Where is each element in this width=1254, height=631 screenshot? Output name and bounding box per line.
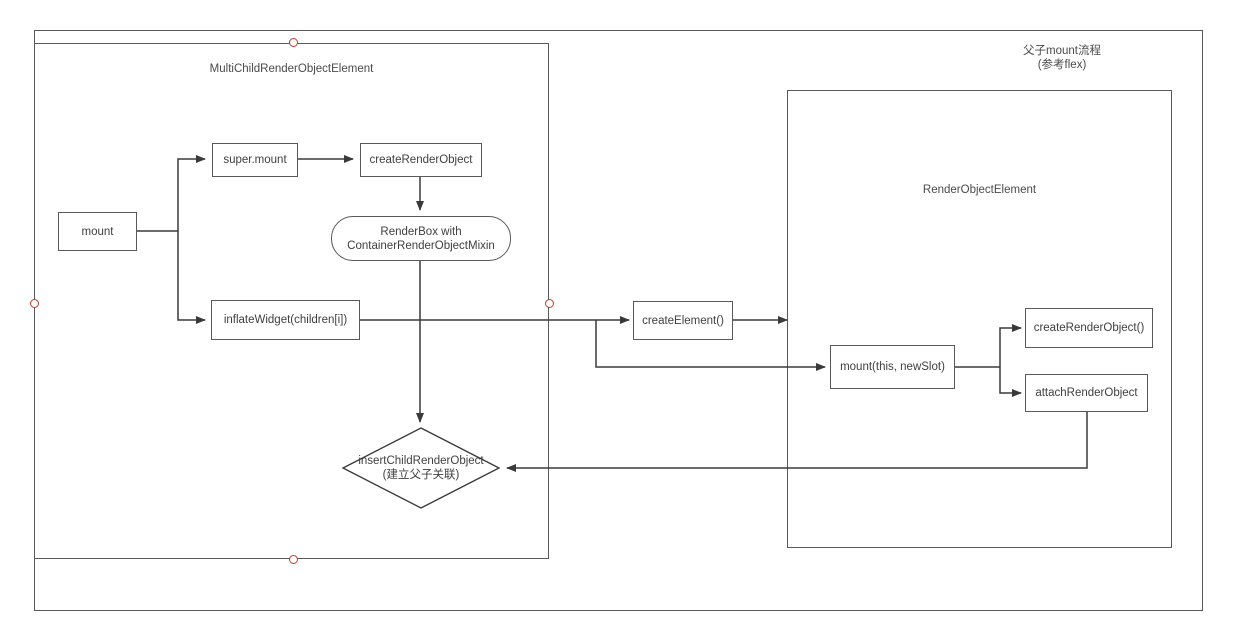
diagram-title-right: 父子mount流程 (参考flex) (1023, 45, 1101, 71)
node-create-render-object-label: createRenderObject (369, 154, 473, 166)
node-insert-child-render-object-label: insertChildRenderObject (建立父子关联) (358, 455, 484, 481)
node-super-mount[interactable]: super.mount (212, 143, 298, 177)
node-super-mount-label: super.mount (223, 154, 287, 166)
node-create-element[interactable]: createElement() (633, 301, 733, 340)
container-label-render-object-element: RenderObjectElement (922, 184, 1037, 196)
node-inflate-widget-label: inflateWidget(children[i]) (223, 314, 348, 326)
node-insert-child-render-object[interactable]: insertChildRenderObject (建立父子关联) (342, 427, 500, 509)
anchor-dot-left[interactable] (30, 299, 39, 308)
node-render-box-label: RenderBox with ContainerRenderObjectMixi… (347, 225, 495, 252)
node-mount[interactable]: mount (58, 212, 137, 251)
diamond-shape (342, 427, 500, 509)
anchor-dot-top[interactable] (289, 38, 298, 47)
node-attach-render-object[interactable]: attachRenderObject (1025, 374, 1148, 412)
node-create-render-object-paren-label: createRenderObject() (1033, 322, 1145, 334)
node-create-element-label: createElement() (642, 314, 724, 327)
container-label-multi-child-render-object-element: MultiChildRenderObjectElement (209, 63, 374, 75)
anchor-dot-bottom[interactable] (289, 555, 298, 564)
node-mount-label: mount (81, 225, 114, 238)
node-inflate-widget[interactable]: inflateWidget(children[i]) (211, 300, 360, 340)
node-render-box[interactable]: RenderBox with ContainerRenderObjectMixi… (331, 216, 511, 261)
node-create-render-object[interactable]: createRenderObject (360, 143, 482, 177)
node-create-render-object-paren[interactable]: createRenderObject() (1025, 308, 1153, 348)
node-mount-this-new-slot[interactable]: mount(this, newSlot) (830, 345, 955, 389)
node-mount-this-new-slot-label: mount(this, newSlot) (840, 361, 945, 373)
node-attach-render-object-label: attachRenderObject (1035, 387, 1138, 399)
anchor-dot-right[interactable] (545, 299, 554, 308)
